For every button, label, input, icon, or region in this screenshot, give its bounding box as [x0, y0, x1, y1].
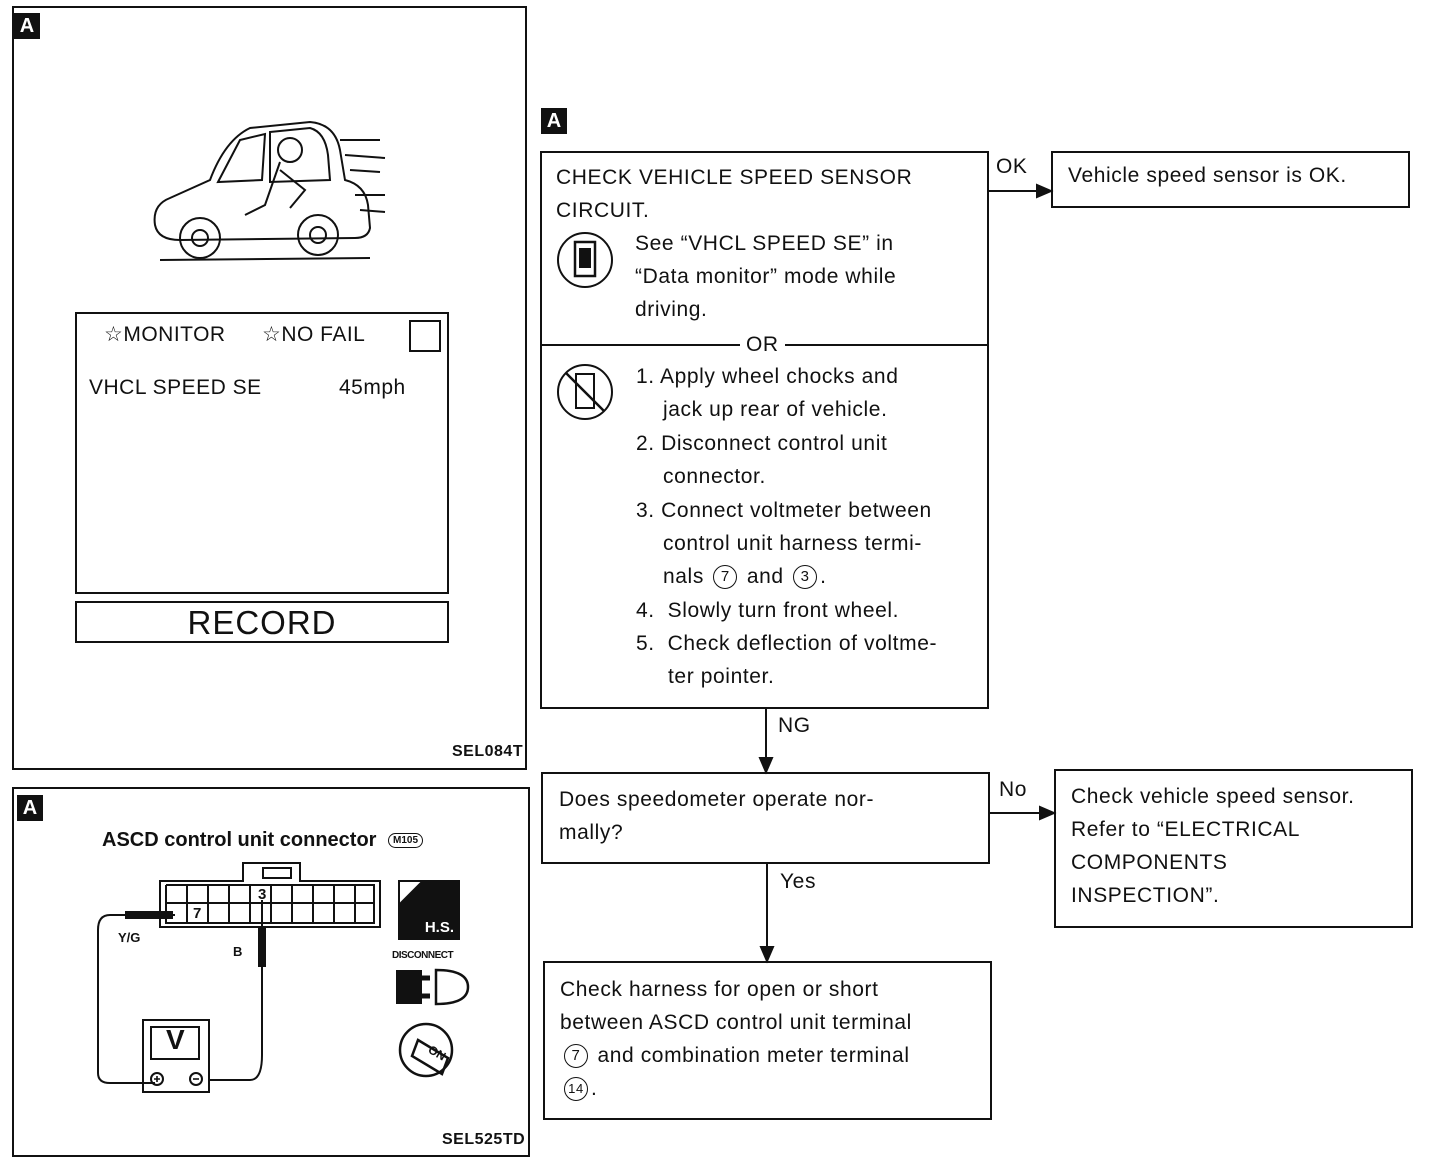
terminal-14-circle: 14	[564, 1077, 588, 1102]
monitor-checkbox[interactable]	[409, 320, 441, 352]
wire-b-label: B	[233, 944, 243, 959]
ignition-key-icon	[398, 1022, 454, 1078]
step1-item-3b: control unit harness termi-	[663, 532, 922, 555]
driving-car-illustration	[153, 120, 386, 261]
step1-see-1: See “VHCL SPEED SE” in	[635, 232, 894, 255]
step1-item-3c-pre: nals	[663, 565, 704, 588]
record-button[interactable]: RECORD	[75, 601, 449, 643]
terminal-3-label: 3	[258, 886, 267, 903]
step2-line-2: mally?	[559, 821, 624, 844]
vhcl-speed-value: 45mph	[339, 376, 406, 399]
step1-item-3c-post: .	[820, 565, 827, 588]
ok-result-box	[1051, 151, 1410, 208]
connector-wiring-diagram	[97, 862, 381, 1093]
terminal-7-circle-final: 7	[564, 1044, 588, 1069]
step1-item-2b: connector.	[663, 465, 766, 488]
disconnect-icon	[396, 968, 470, 1006]
final-line-3: 7 and combination meter terminal	[560, 1039, 910, 1072]
voltmeter-label: V	[166, 1024, 185, 1055]
no-tools-icon	[557, 364, 613, 420]
hs-label: H.S.	[424, 919, 454, 936]
step2-line-1: Does speedometer operate nor-	[559, 788, 875, 811]
step1-item-3c-mid: and	[746, 565, 784, 588]
nofail-header-label: ☆NO FAIL	[262, 323, 366, 346]
consult-tester-icon	[557, 232, 613, 288]
terminal-7-circle: 7	[713, 565, 738, 590]
terminal-7-label: 7	[193, 905, 202, 922]
no-branch-label: No	[999, 778, 1028, 801]
hs-icon: H.S.	[398, 880, 460, 940]
connector-id-badge: M105	[388, 833, 424, 849]
step2-box	[541, 772, 990, 864]
step1-or-label: OR	[740, 328, 785, 361]
panel-tag-top: A	[14, 13, 40, 39]
no-result-line-3: COMPONENTS	[1071, 851, 1228, 874]
monitor-screen	[75, 312, 449, 594]
step1-item-1b: jack up rear of vehicle.	[663, 398, 888, 421]
step1-see-3: driving.	[635, 298, 708, 321]
step1-see-2: “Data monitor” mode while	[635, 265, 897, 288]
yes-branch-label: Yes	[780, 870, 817, 893]
record-button-label: RECORD	[187, 604, 337, 641]
step1-item-5a: 5. Check deflection of voltme-	[636, 632, 938, 655]
figure-code-bottom: SEL525TD	[442, 1131, 526, 1148]
wire-yg-label: Y/G	[118, 930, 141, 945]
final-line-4: 14.	[560, 1072, 597, 1105]
no-result-box	[1054, 769, 1413, 928]
step1-item-3a: 3. Connect voltmeter between	[636, 499, 932, 522]
terminal-3-circle: 3	[793, 565, 818, 590]
step1-item-2a: 2. Disconnect control unit	[636, 432, 888, 455]
flowchart-tag: A	[541, 108, 567, 134]
step1-title-1: CHECK VEHICLE SPEED SENSOR	[556, 166, 913, 189]
connector-title-text: ASCD control unit connector	[102, 829, 377, 851]
connector-title: ASCD control unit connector M105	[102, 829, 424, 852]
vhcl-speed-label: VHCL SPEED SE	[89, 376, 262, 399]
no-result-line-2: Refer to “ELECTRICAL	[1071, 818, 1301, 841]
ok-result-text: Vehicle speed sensor is OK.	[1068, 164, 1347, 187]
figure-code-top: SEL084T	[452, 743, 524, 760]
panel-tag-bottom: A	[17, 795, 43, 821]
monitor-header-label: ☆MONITOR	[104, 323, 226, 346]
step1-item-3c: nals 7 and 3.	[663, 560, 827, 593]
step1-item-5b: ter pointer.	[668, 665, 775, 688]
ok-branch-label: OK	[996, 155, 1028, 178]
final-line-1: Check harness for open or short	[560, 978, 879, 1001]
ng-branch-label: NG	[778, 714, 811, 737]
disconnect-label: DISCONNECT	[392, 950, 454, 961]
final-box	[543, 961, 992, 1120]
final-line-4-post: .	[591, 1077, 598, 1100]
step1-item-4: 4. Slowly turn front wheel.	[636, 599, 900, 622]
step1-box	[540, 151, 989, 709]
no-result-line-4: INSPECTION”.	[1071, 884, 1220, 907]
step1-title-2: CIRCUIT.	[556, 199, 650, 222]
final-line-2: between ASCD control unit terminal	[560, 1011, 912, 1034]
no-result-line-1: Check vehicle speed sensor.	[1071, 785, 1355, 808]
step1-item-1a: 1. Apply wheel chocks and	[636, 365, 899, 388]
final-line-3-text: and combination meter terminal	[597, 1044, 910, 1067]
